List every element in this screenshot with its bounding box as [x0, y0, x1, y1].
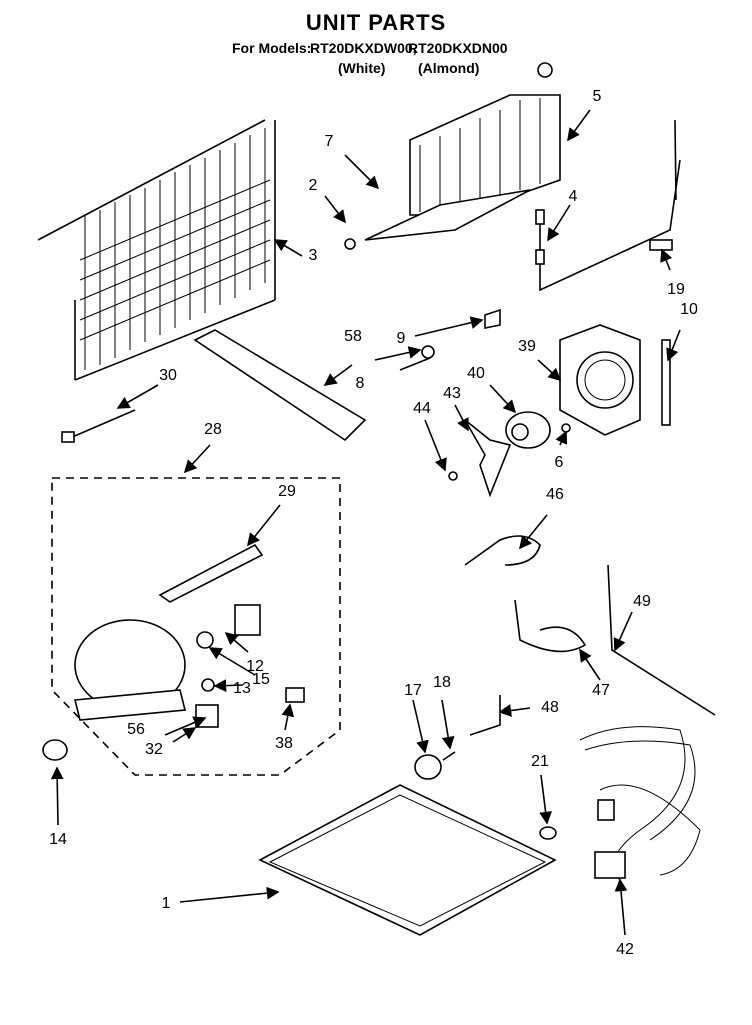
bracket	[484, 308, 501, 329]
grommet	[421, 345, 435, 359]
callout-8: 8	[355, 375, 365, 392]
callout-17: 17	[404, 682, 422, 699]
callout-44: 44	[413, 400, 431, 417]
callout-58: 58	[344, 328, 362, 345]
callout-42: 42	[616, 941, 634, 958]
callout-49: 49	[633, 593, 651, 610]
callout-7: 7	[324, 133, 334, 150]
callout-40: 40	[467, 365, 485, 382]
fan-motor	[505, 411, 551, 449]
wheel	[414, 754, 442, 780]
callout-28: 28	[204, 421, 222, 438]
variant-white: (White)	[338, 60, 386, 76]
condenser-coil	[37, 119, 276, 381]
compressor	[73, 604, 305, 728]
filter-drier	[158, 543, 264, 603]
base-nut	[539, 826, 557, 840]
callout-13: 13	[233, 680, 251, 697]
callout-9: 9	[396, 330, 406, 347]
callout-3: 3	[308, 247, 318, 264]
callout-12: 12	[246, 658, 264, 675]
callout-1: 1	[161, 895, 171, 912]
callout-4: 4	[568, 188, 578, 205]
base-pan	[258, 784, 557, 936]
compressor-grommet	[42, 739, 68, 761]
callout-47: 47	[592, 682, 610, 699]
callout-10: 10	[680, 301, 698, 318]
callout-39: 39	[518, 338, 536, 355]
strip	[661, 339, 671, 426]
fan-blade	[464, 419, 512, 498]
wire-harness	[579, 726, 701, 881]
callout-30: 30	[159, 367, 177, 384]
models-prefix: For Models:	[232, 40, 312, 56]
model-number-almond: RT20DKXDN00	[408, 40, 508, 56]
callout-6: 6	[554, 454, 564, 471]
callout-29: 29	[278, 483, 296, 500]
screw-6	[561, 423, 571, 433]
drain-trough	[193, 329, 367, 442]
page-title: UNIT PARTS	[305, 10, 447, 35]
callout-48: 48	[541, 699, 559, 716]
fan-shroud	[559, 324, 641, 436]
callout-14: 14	[49, 831, 67, 848]
callout-15: 15	[252, 671, 270, 688]
model-number-white: RT20DKXDW00,	[310, 40, 417, 56]
callout-5: 5	[592, 88, 602, 105]
callout-18: 18	[433, 674, 451, 691]
tube-49	[607, 564, 716, 716]
callout-43: 43	[443, 385, 461, 402]
evaporator	[364, 62, 561, 241]
tube-48	[469, 695, 501, 736]
harness-connector	[69, 409, 136, 439]
callout-46: 46	[546, 486, 564, 503]
nut-44	[448, 471, 458, 481]
leader-lines	[50, 109, 681, 936]
compressor-kit-outline	[51, 477, 341, 776]
clip	[649, 239, 673, 251]
callout-2: 2	[308, 177, 318, 194]
callout-21: 21	[531, 753, 549, 770]
callout-19: 19	[667, 281, 685, 298]
callout-32: 32	[145, 741, 163, 758]
wheel-screw	[442, 751, 456, 761]
tube-47	[514, 599, 587, 653]
variant-almond: (Almond)	[418, 60, 480, 76]
screw-2	[344, 238, 356, 250]
defrost-wire	[535, 119, 681, 292]
callout-38: 38	[275, 735, 293, 752]
tube-46	[464, 535, 541, 566]
callout-56: 56	[127, 721, 145, 738]
